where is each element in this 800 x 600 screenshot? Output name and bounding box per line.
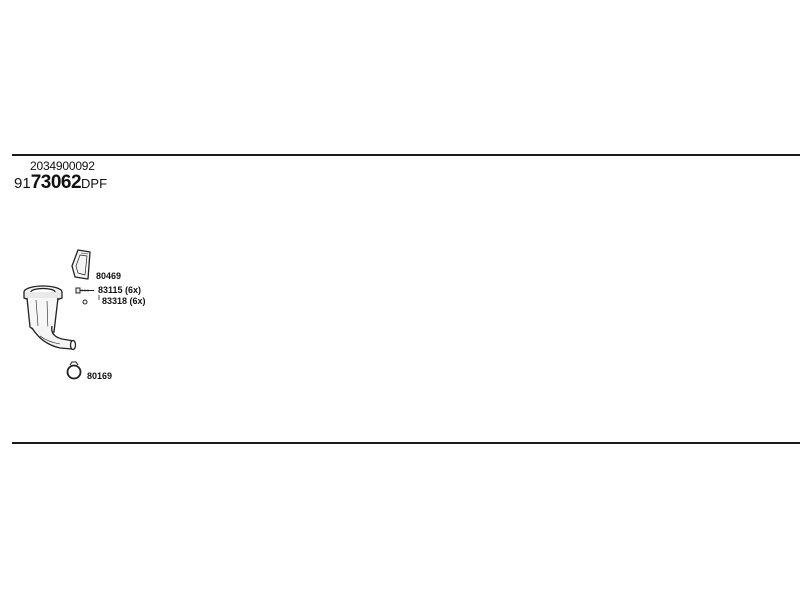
- bottom-divider: [12, 442, 800, 444]
- set-code-suffix: DPF: [81, 176, 108, 191]
- clamp-ring-icon[interactable]: [66, 361, 82, 380]
- set-code-prefix: 91: [14, 175, 31, 192]
- set-code-main: 73062: [30, 172, 82, 193]
- top-divider: [12, 154, 800, 156]
- particulate-filter-icon[interactable]: [23, 285, 77, 351]
- oe-number: 2034900092: [30, 159, 95, 173]
- bolt-icon[interactable]: [75, 287, 94, 294]
- gasket-icon[interactable]: [71, 249, 91, 280]
- nut-icon[interactable]: [82, 299, 88, 305]
- part-label-bolt: 83115 (6x): [98, 285, 141, 295]
- part-label-nut: 83318 (6x): [102, 296, 146, 306]
- part-label-gasket: 80469: [96, 271, 121, 281]
- part-label-clamp: 80169: [87, 371, 112, 381]
- set-code: 9173062DPF: [14, 173, 107, 192]
